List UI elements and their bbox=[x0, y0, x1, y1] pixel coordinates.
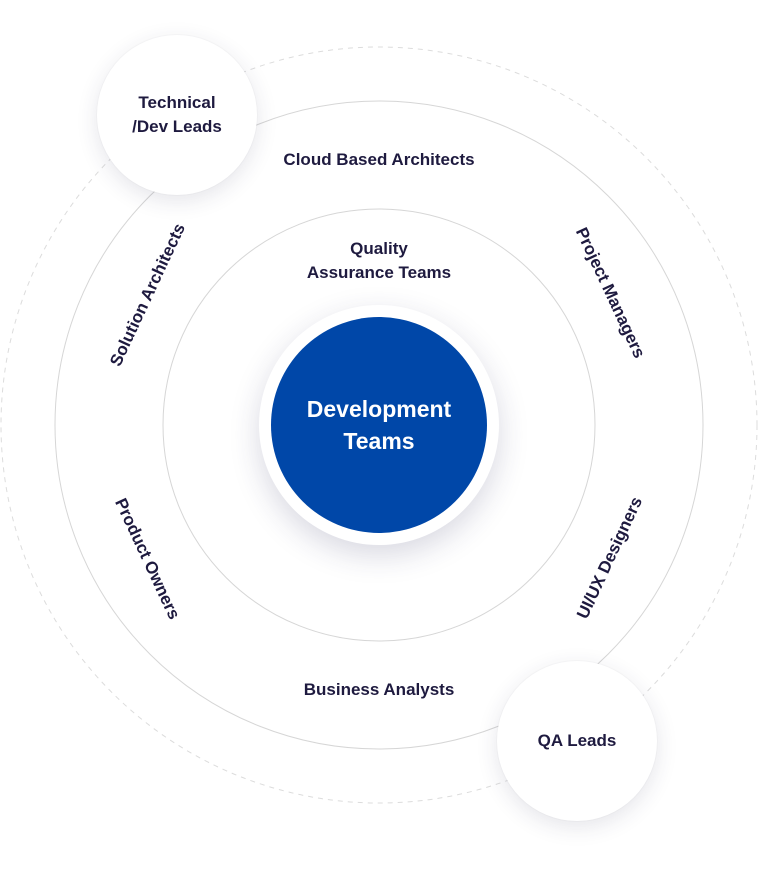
bubble-qa-leads: QA Leads bbox=[497, 661, 657, 821]
middle-ring bbox=[54, 100, 704, 750]
center-development-teams: Development Teams bbox=[271, 317, 487, 533]
center-label: Development Teams bbox=[306, 396, 452, 454]
label-quality-assurance-teams: Quality Assurance Teams bbox=[306, 239, 452, 282]
label-business-analysts: Business Analysts bbox=[303, 680, 455, 699]
bubble-qa-leads-label: QA Leads bbox=[537, 731, 617, 750]
bubble-technical-dev-leads-label: Technical /Dev Leads bbox=[132, 93, 222, 136]
outer-dashed-ring bbox=[0, 46, 758, 804]
label-cloud-based-architects: Cloud Based Architects bbox=[283, 150, 475, 169]
inner-ring bbox=[162, 208, 596, 642]
bubble-technical-dev-leads: Technical /Dev Leads bbox=[97, 35, 257, 195]
